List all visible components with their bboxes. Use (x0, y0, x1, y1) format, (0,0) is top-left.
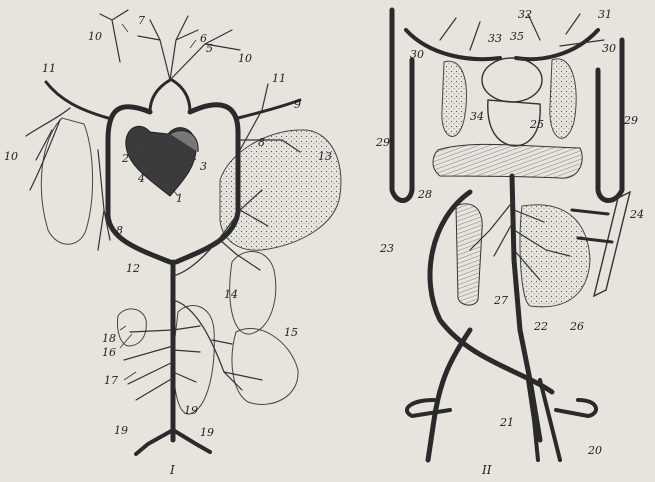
lower-organ-outline (232, 328, 298, 404)
label-14: 14 (224, 288, 238, 301)
label-10-left: 10 (4, 150, 18, 163)
label-19-right: 19 (200, 426, 214, 439)
label-34: 34 (470, 110, 484, 123)
panel-left-leaders (120, 24, 196, 380)
right-stippled-organ (550, 59, 576, 138)
kidney-right-outline (174, 306, 215, 415)
label-6: 6 (200, 32, 207, 45)
right-subclavian (238, 100, 300, 118)
left-hatched-organ (456, 204, 482, 305)
label-2: 2 (121, 152, 129, 165)
label-28: 28 (417, 188, 432, 201)
label-1: 1 (176, 192, 183, 205)
panel-right-diagram: 20 21 22 23 24 25 26 27 28 29 29 30 30 3… (375, 8, 644, 477)
label-33: 33 (488, 32, 502, 45)
kidney-left-outline (117, 309, 146, 346)
label-12: 12 (126, 262, 140, 275)
label-20: 20 (587, 444, 602, 457)
label-29-left: 29 (375, 136, 390, 149)
left-lung-outline (41, 118, 92, 244)
carotid-trunk (150, 80, 190, 112)
label-30-left: 30 (410, 48, 424, 61)
label-10-top: 10 (88, 30, 102, 43)
hatched-band (433, 144, 582, 178)
label-21: 21 (499, 416, 514, 429)
left-branches (26, 108, 70, 190)
label-9: 9 (294, 98, 301, 111)
right-leg-loop (556, 400, 596, 416)
left-leg-vessel (428, 330, 470, 460)
label-26: 26 (569, 320, 584, 333)
label-24: 24 (629, 208, 644, 221)
label-27: 27 (493, 294, 508, 307)
left-leg-loop (407, 400, 450, 416)
renal-branches (124, 326, 200, 400)
label-31: 31 (598, 8, 612, 21)
label-5: 5 (206, 42, 213, 55)
label-8-right: 8 (258, 136, 265, 149)
label-15: 15 (284, 326, 298, 339)
label-32: 32 (518, 8, 532, 21)
label-22: 22 (533, 320, 548, 333)
label-23: 23 (379, 242, 394, 255)
label-30-right: 30 (602, 42, 616, 55)
label-25: 25 (529, 118, 544, 131)
label-7: 7 (138, 14, 145, 27)
label-16: 16 (102, 346, 116, 359)
left-subclavian (46, 82, 108, 118)
label-11-right: 11 (272, 72, 286, 85)
tube-24 (594, 192, 630, 296)
right-stippled-organ-lower (520, 205, 590, 307)
label-19-left: 19 (114, 424, 128, 437)
left-stippled-organ (442, 61, 467, 136)
head-vessels (138, 16, 240, 80)
panel-right-caption: II (481, 463, 492, 477)
label-3: 3 (200, 160, 207, 173)
label-13: 13 (318, 150, 332, 163)
label-35: 35 (510, 30, 524, 43)
panel-left-diagram: 1 2 3 4 5 6 7 8 8 9 10 10 10 11 11 12 13… (4, 10, 341, 477)
left-lateral-loop (392, 10, 412, 201)
label-4: 4 (137, 172, 145, 185)
label-17: 17 (104, 374, 118, 387)
panel-left-caption: I (169, 463, 175, 477)
label-18: 18 (102, 332, 116, 345)
label-19-mid: 19 (184, 404, 198, 417)
label-29-right: 29 (623, 114, 638, 127)
visceral-branch-lower (173, 300, 262, 390)
vessel-7 (100, 10, 128, 62)
label-10-right: 10 (238, 52, 252, 65)
upper-heart-chamber (482, 58, 542, 102)
label-11-left: 11 (42, 62, 56, 75)
right-lateral-loop (598, 40, 622, 201)
label-8-left: 8 (116, 224, 123, 237)
